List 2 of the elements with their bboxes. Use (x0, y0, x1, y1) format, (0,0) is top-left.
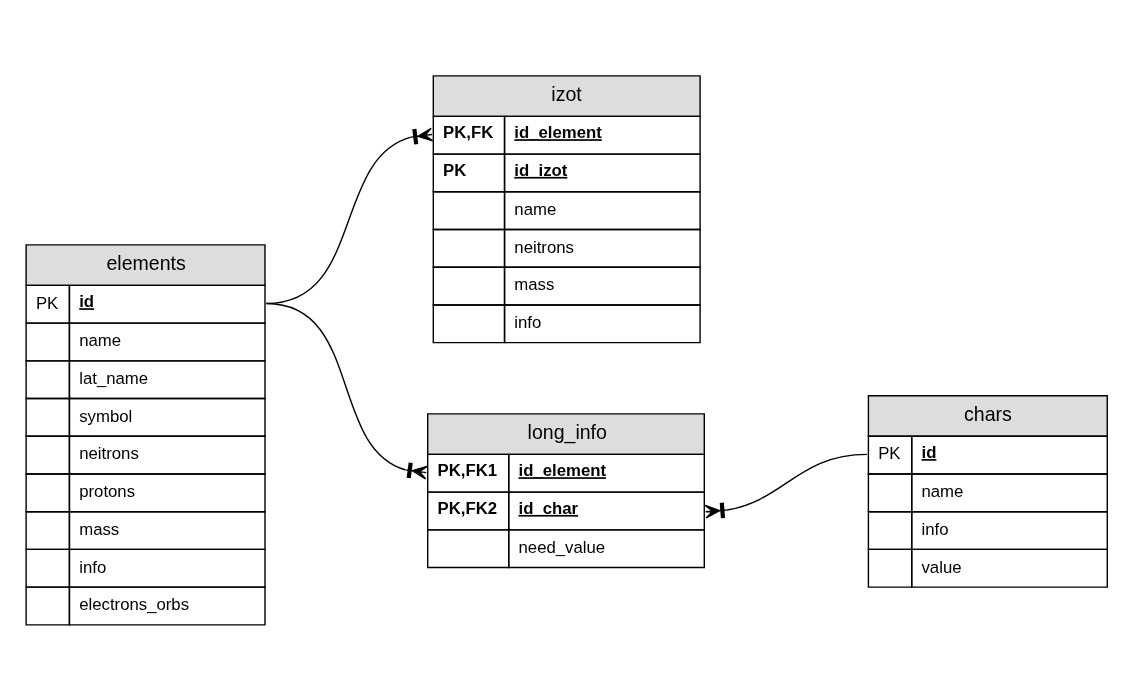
connector (265, 302, 428, 480)
connector (704, 453, 868, 519)
